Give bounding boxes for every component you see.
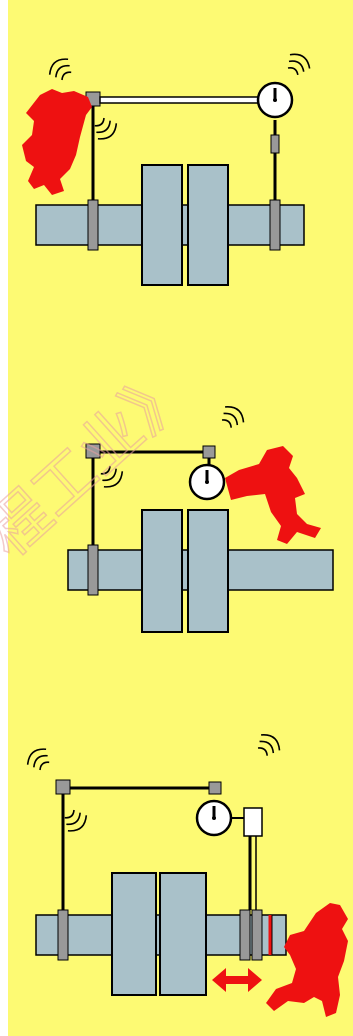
vibration-icon (45, 53, 77, 85)
clamp (269, 199, 281, 251)
bracket-joint (55, 779, 71, 795)
scene-2 (67, 401, 334, 633)
operator-figure-icon (225, 446, 321, 544)
coupling-half-right (187, 164, 229, 286)
double-arrow-icon (212, 968, 262, 992)
vibration-icon (23, 743, 55, 775)
vibration-icon (59, 805, 91, 837)
gauge-rod (270, 134, 280, 154)
dial-gauge-icon (195, 799, 233, 837)
coupling-half-left (141, 509, 183, 633)
vibration-icon (89, 113, 121, 145)
coupling-half-left (111, 872, 157, 996)
clamp (251, 909, 263, 961)
bracket-bar (99, 96, 261, 104)
scene-3 (23, 729, 348, 1017)
clamp (87, 199, 99, 251)
vibration-icon (252, 729, 285, 761)
operator-figure-icon (266, 903, 348, 1017)
gauge-rod (202, 445, 216, 459)
gauge-rod (208, 781, 222, 795)
dial-gauge-icon (188, 463, 226, 501)
clamp (57, 909, 69, 961)
vibration-icon (216, 401, 249, 433)
clamp (239, 909, 251, 961)
dial-gauge-icon (256, 81, 294, 119)
scene-1 (22, 49, 314, 286)
coupling-half-left (141, 164, 183, 286)
coupling-half-right (159, 872, 207, 996)
coupling-half-right (187, 509, 229, 633)
clamp (87, 544, 99, 596)
operator-figure-icon (22, 89, 92, 195)
vibration-icon (282, 49, 314, 80)
indicator-block (243, 807, 263, 837)
